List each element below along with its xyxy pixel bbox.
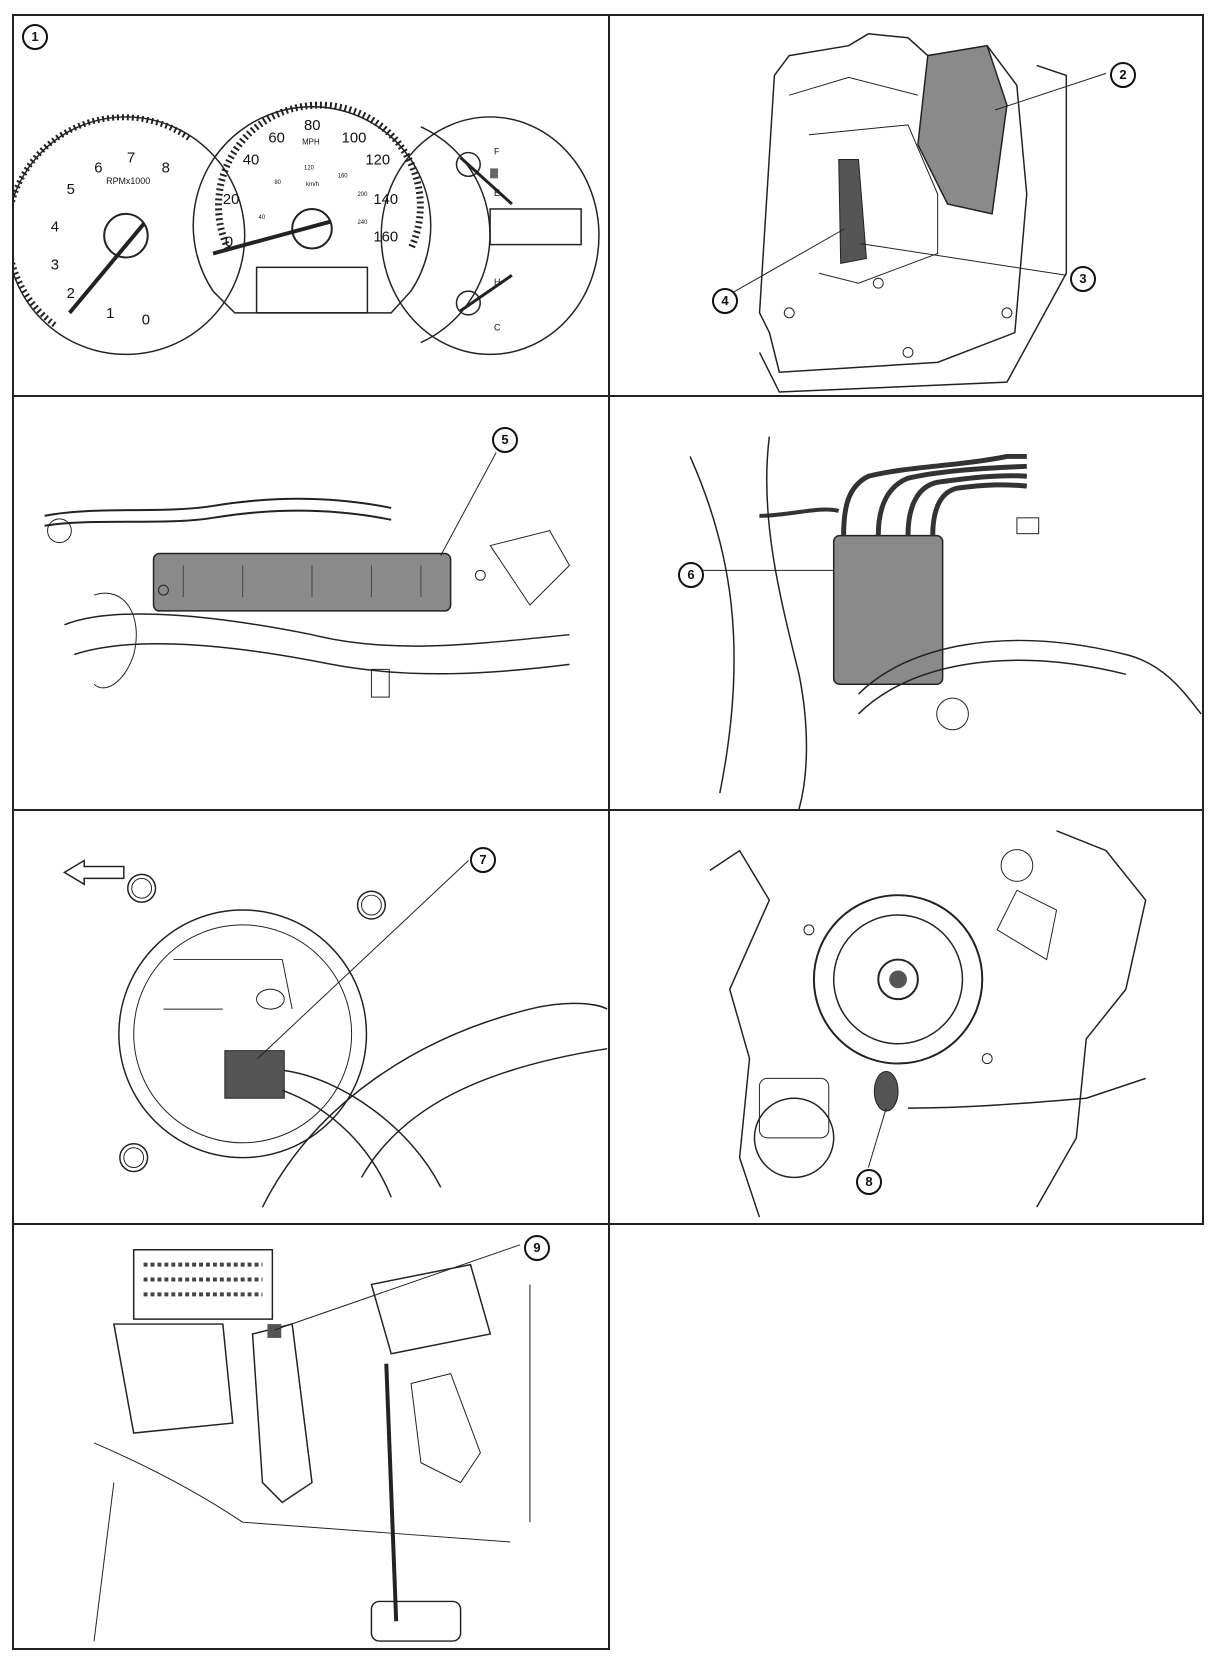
tach-label-7: 7 bbox=[127, 150, 135, 166]
callout-3: 3 bbox=[1070, 266, 1096, 292]
fuel-full-label: F bbox=[494, 147, 500, 157]
tach-label-6: 6 bbox=[94, 160, 102, 176]
tachometer-ticks bbox=[14, 114, 194, 328]
speed-label-20: 20 bbox=[223, 192, 240, 208]
kmh-label-120: 120 bbox=[304, 165, 315, 171]
speed-label-60: 60 bbox=[268, 131, 284, 147]
fuel-empty-label: E bbox=[494, 188, 500, 198]
fuel-unit-drawing bbox=[62, 859, 608, 1208]
panel-combination-meter: 0 1 2 3 4 5 6 7 8 RPMx1000 0 20 40 60 80… bbox=[12, 14, 610, 397]
speed-label-0: 0 bbox=[225, 235, 233, 251]
panel-under-dash: 9 bbox=[12, 1223, 610, 1650]
kmh-label-240: 240 bbox=[358, 220, 369, 226]
panel-fuel-unit: 7 bbox=[12, 809, 610, 1225]
callout-8: 8 bbox=[856, 1169, 882, 1195]
speed-label-100: 100 bbox=[342, 131, 367, 147]
tach-label-8: 8 bbox=[162, 160, 170, 176]
front-direction-arrow bbox=[62, 859, 125, 886]
figure-grid: 0 1 2 3 4 5 6 7 8 RPMx1000 0 20 40 60 80… bbox=[12, 14, 1204, 1650]
callout-4: 4 bbox=[712, 288, 738, 314]
tach-unit: RPMx1000 bbox=[106, 176, 150, 186]
temp-hot-label: H bbox=[494, 277, 500, 287]
callout-7: 7 bbox=[470, 847, 496, 873]
panel-engine-front: 8 bbox=[608, 809, 1204, 1225]
kmh-label-40: 40 bbox=[259, 215, 266, 221]
panel-actuator: 6 bbox=[608, 395, 1204, 811]
under-dash-drawing bbox=[93, 1244, 531, 1642]
dash-component-drawing bbox=[731, 33, 1107, 393]
speed-label-160: 160 bbox=[373, 230, 398, 246]
combination-meter-drawing: 0 1 2 3 4 5 6 7 8 RPMx1000 0 20 40 60 80… bbox=[14, 101, 600, 356]
callout-2: 2 bbox=[1110, 62, 1136, 88]
engine-front-drawing bbox=[709, 830, 1147, 1218]
tach-label-5: 5 bbox=[67, 182, 75, 198]
tach-label-2: 2 bbox=[67, 286, 75, 302]
speed-label-80: 80 bbox=[304, 118, 320, 134]
panel-control-unit: 5 bbox=[12, 395, 610, 811]
speed-label-40: 40 bbox=[243, 152, 260, 168]
actuator-drawing bbox=[689, 436, 1202, 809]
control-unit-drawing bbox=[44, 452, 571, 698]
kmh-unit: km/h bbox=[306, 182, 319, 188]
callout-9: 9 bbox=[524, 1235, 550, 1261]
tach-label-3: 3 bbox=[51, 257, 59, 273]
callout-6: 6 bbox=[678, 562, 704, 588]
speed-unit: MPH bbox=[302, 138, 320, 147]
temp-cold-label: C bbox=[494, 323, 501, 333]
kmh-label-160: 160 bbox=[338, 173, 349, 179]
kmh-label-200: 200 bbox=[358, 192, 369, 198]
speed-label-120: 120 bbox=[365, 152, 390, 168]
callout-5: 5 bbox=[492, 427, 518, 453]
callout-1: 1 bbox=[22, 24, 48, 50]
tach-label-4: 4 bbox=[51, 220, 59, 236]
tach-label-1: 1 bbox=[106, 306, 114, 322]
panel-dash-component: 2 3 4 bbox=[608, 14, 1204, 397]
tach-label-0: 0 bbox=[142, 313, 150, 329]
kmh-label-80: 80 bbox=[274, 180, 281, 186]
